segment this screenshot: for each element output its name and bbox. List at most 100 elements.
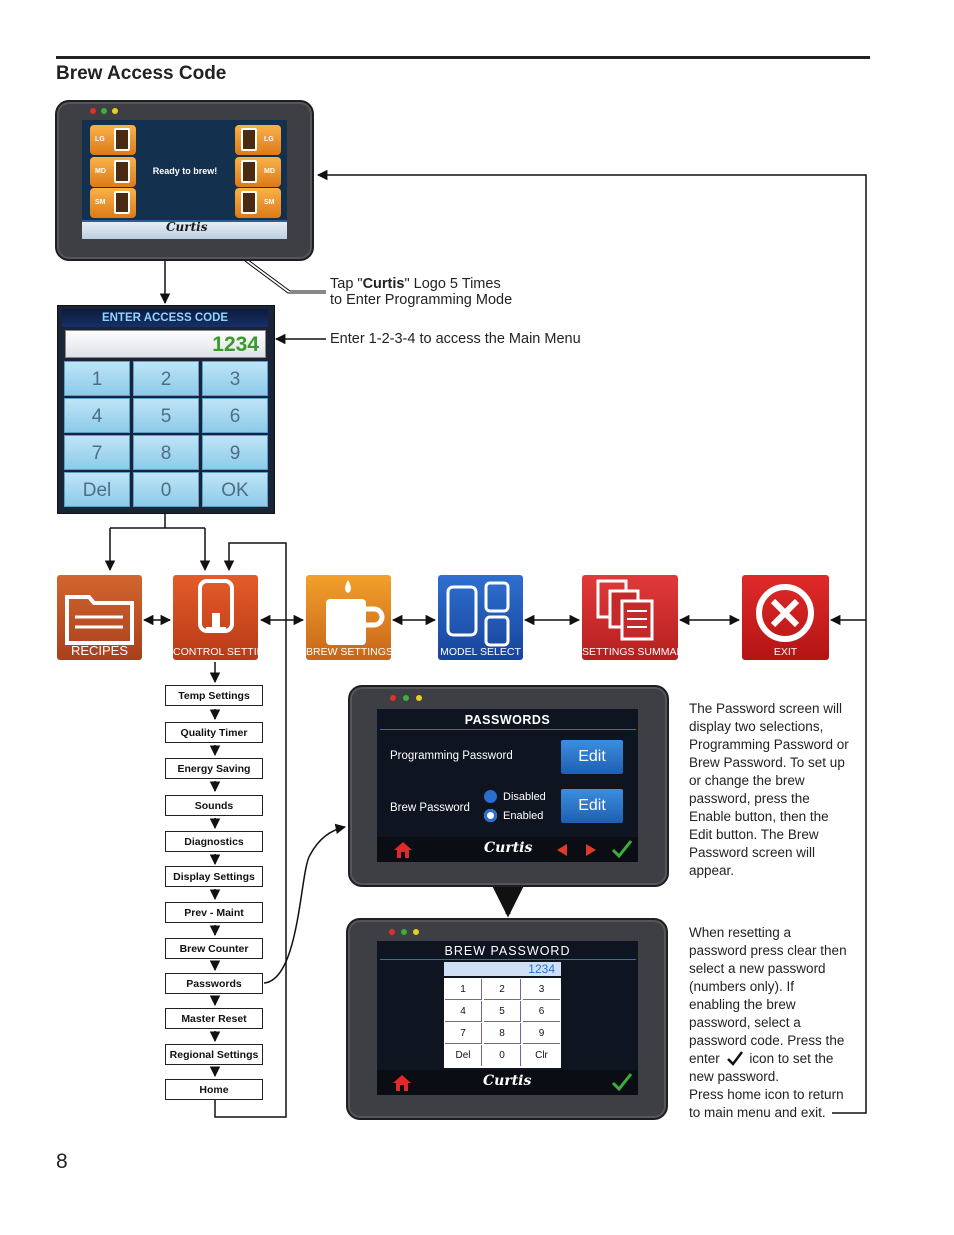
keypad-key[interactable]: OK [202, 472, 268, 507]
menu-item[interactable]: Sounds [165, 795, 263, 816]
right-arrow-icon[interactable] [584, 843, 598, 857]
home-icon[interactable] [392, 1074, 412, 1092]
keypad-key[interactable]: 1 [445, 979, 482, 1000]
keypad-key[interactable]: 7 [64, 435, 130, 470]
menu-item[interactable]: Regional Settings [165, 1044, 263, 1065]
menu-brew-settings[interactable]: BREW SETTINGS [306, 575, 393, 660]
keypad-key[interactable]: 3 [523, 979, 560, 1000]
menu-item[interactable]: Energy Saving [165, 758, 263, 779]
note-line: password, press the [689, 791, 810, 806]
led-green [403, 695, 409, 701]
keypad-key[interactable]: Del [64, 472, 130, 507]
menu-control-settings[interactable]: CONTROL SETTINGS [173, 575, 279, 660]
menu-item[interactable]: Brew Counter [165, 938, 263, 959]
note-line: The Password screen will [689, 701, 843, 716]
led-red [90, 108, 96, 114]
note-line: Edit button. The Brew [689, 827, 819, 842]
menu-item[interactable]: Diagnostics [165, 831, 263, 852]
curtis-logo-bar[interactable] [82, 220, 287, 239]
menu-exit[interactable]: EXIT [742, 575, 829, 660]
cup-icon [241, 128, 257, 151]
keypad-key[interactable]: 5 [484, 1001, 521, 1022]
home-icon[interactable] [393, 841, 413, 859]
note-line: Enable button, then the [689, 809, 829, 824]
note-line: enabling the brew [689, 997, 796, 1012]
menu-item[interactable]: Temp Settings [165, 685, 263, 706]
keypad-key[interactable]: 0 [484, 1045, 521, 1066]
checkmark-icon [726, 1051, 743, 1066]
brew-button-right-lg[interactable]: LG [235, 125, 281, 155]
curtis-logo[interactable]: Curtis [166, 220, 208, 234]
keypad-key[interactable]: 9 [202, 435, 268, 470]
menu-item[interactable]: Display Settings [165, 866, 263, 887]
note-line: Programming Password or [689, 737, 849, 752]
note-line: select a new password [689, 961, 826, 976]
keypad-key[interactable]: 8 [133, 435, 199, 470]
menu-item[interactable]: Quality Timer [165, 722, 263, 743]
left-arrow-icon[interactable] [555, 843, 569, 857]
note-line: appear. [689, 863, 735, 878]
keypad-key[interactable]: Clr [523, 1045, 560, 1066]
access-code-display: 1234 [65, 330, 266, 358]
keypad-key[interactable]: 4 [64, 398, 130, 433]
keypad-key[interactable]: Del [445, 1045, 482, 1066]
note-line: password code. Press the [689, 1033, 845, 1048]
note-line: to main menu and exit. [689, 1105, 826, 1120]
checkmark-icon[interactable] [611, 839, 633, 859]
note-line: password, select a [689, 1015, 801, 1030]
keypad-key[interactable]: 9 [523, 1023, 560, 1044]
menu-model-select[interactable]: MODEL SELECT [438, 575, 523, 660]
brew-button-left-sm[interactable]: SM [90, 188, 136, 218]
menu-item[interactable]: Master Reset [165, 1008, 263, 1029]
led-green [401, 929, 407, 935]
cup-icon [114, 128, 130, 151]
edit-brew-password-button[interactable]: Edit [561, 789, 623, 823]
control-settings-icon [198, 579, 234, 633]
note-line: new password. [689, 1069, 780, 1084]
disabled-option-label: Disabled [503, 791, 546, 803]
enter-code-callout: Enter 1-2-3-4 to access the Main Menu [330, 331, 581, 347]
menu-settings-summary[interactable]: SETTINGS SUMMARY [582, 575, 691, 660]
curtis-logo: Curtis [484, 840, 533, 856]
menu-item[interactable]: Prev - Maint [165, 902, 263, 923]
keypad-key[interactable]: 2 [484, 979, 521, 1000]
header-divider [380, 729, 636, 730]
brew-settings-mug-icon [326, 580, 385, 645]
cup-icon [114, 160, 130, 183]
disabled-radio[interactable] [484, 790, 497, 803]
exit-x-icon [756, 584, 814, 642]
led-green [101, 108, 107, 114]
enabled-radio[interactable] [484, 809, 497, 822]
model-select-icon [446, 581, 510, 647]
menu-recipes[interactable]: RECIPES [57, 575, 142, 660]
note-line: (numbers only). If [689, 979, 795, 994]
keypad-key[interactable]: 6 [202, 398, 268, 433]
menu-item[interactable]: Passwords [165, 973, 263, 994]
settings-summary-icon [596, 579, 654, 641]
brew-button-left-lg[interactable]: LG [90, 125, 136, 155]
note-line: When resetting a [689, 925, 792, 940]
note-line: Press home icon to return [689, 1087, 844, 1102]
cup-icon [241, 191, 257, 214]
menu-item[interactable]: Home [165, 1079, 263, 1100]
keypad-key[interactable]: 6 [523, 1001, 560, 1022]
led-red [389, 929, 395, 935]
brew-button-left-md[interactable]: MD [90, 157, 136, 187]
keypad-key[interactable]: 0 [133, 472, 199, 507]
brew-button-right-sm[interactable]: SM [235, 188, 281, 218]
keypad-key[interactable]: 8 [484, 1023, 521, 1044]
keypad-key[interactable]: 7 [445, 1023, 482, 1044]
enabled-option-label: Enabled [503, 810, 544, 822]
header-rule [56, 56, 870, 59]
checkmark-icon[interactable] [611, 1072, 633, 1092]
keypad-key[interactable]: 3 [202, 361, 268, 396]
keypad-key[interactable]: 1 [64, 361, 130, 396]
led-yellow [413, 929, 419, 935]
keypad-key[interactable]: 5 [133, 398, 199, 433]
edit-programming-password-button[interactable]: Edit [561, 740, 623, 774]
keypad-key[interactable]: 2 [133, 361, 199, 396]
brew-button-right-md[interactable]: MD [235, 157, 281, 187]
keypad-key[interactable]: 4 [445, 1001, 482, 1022]
